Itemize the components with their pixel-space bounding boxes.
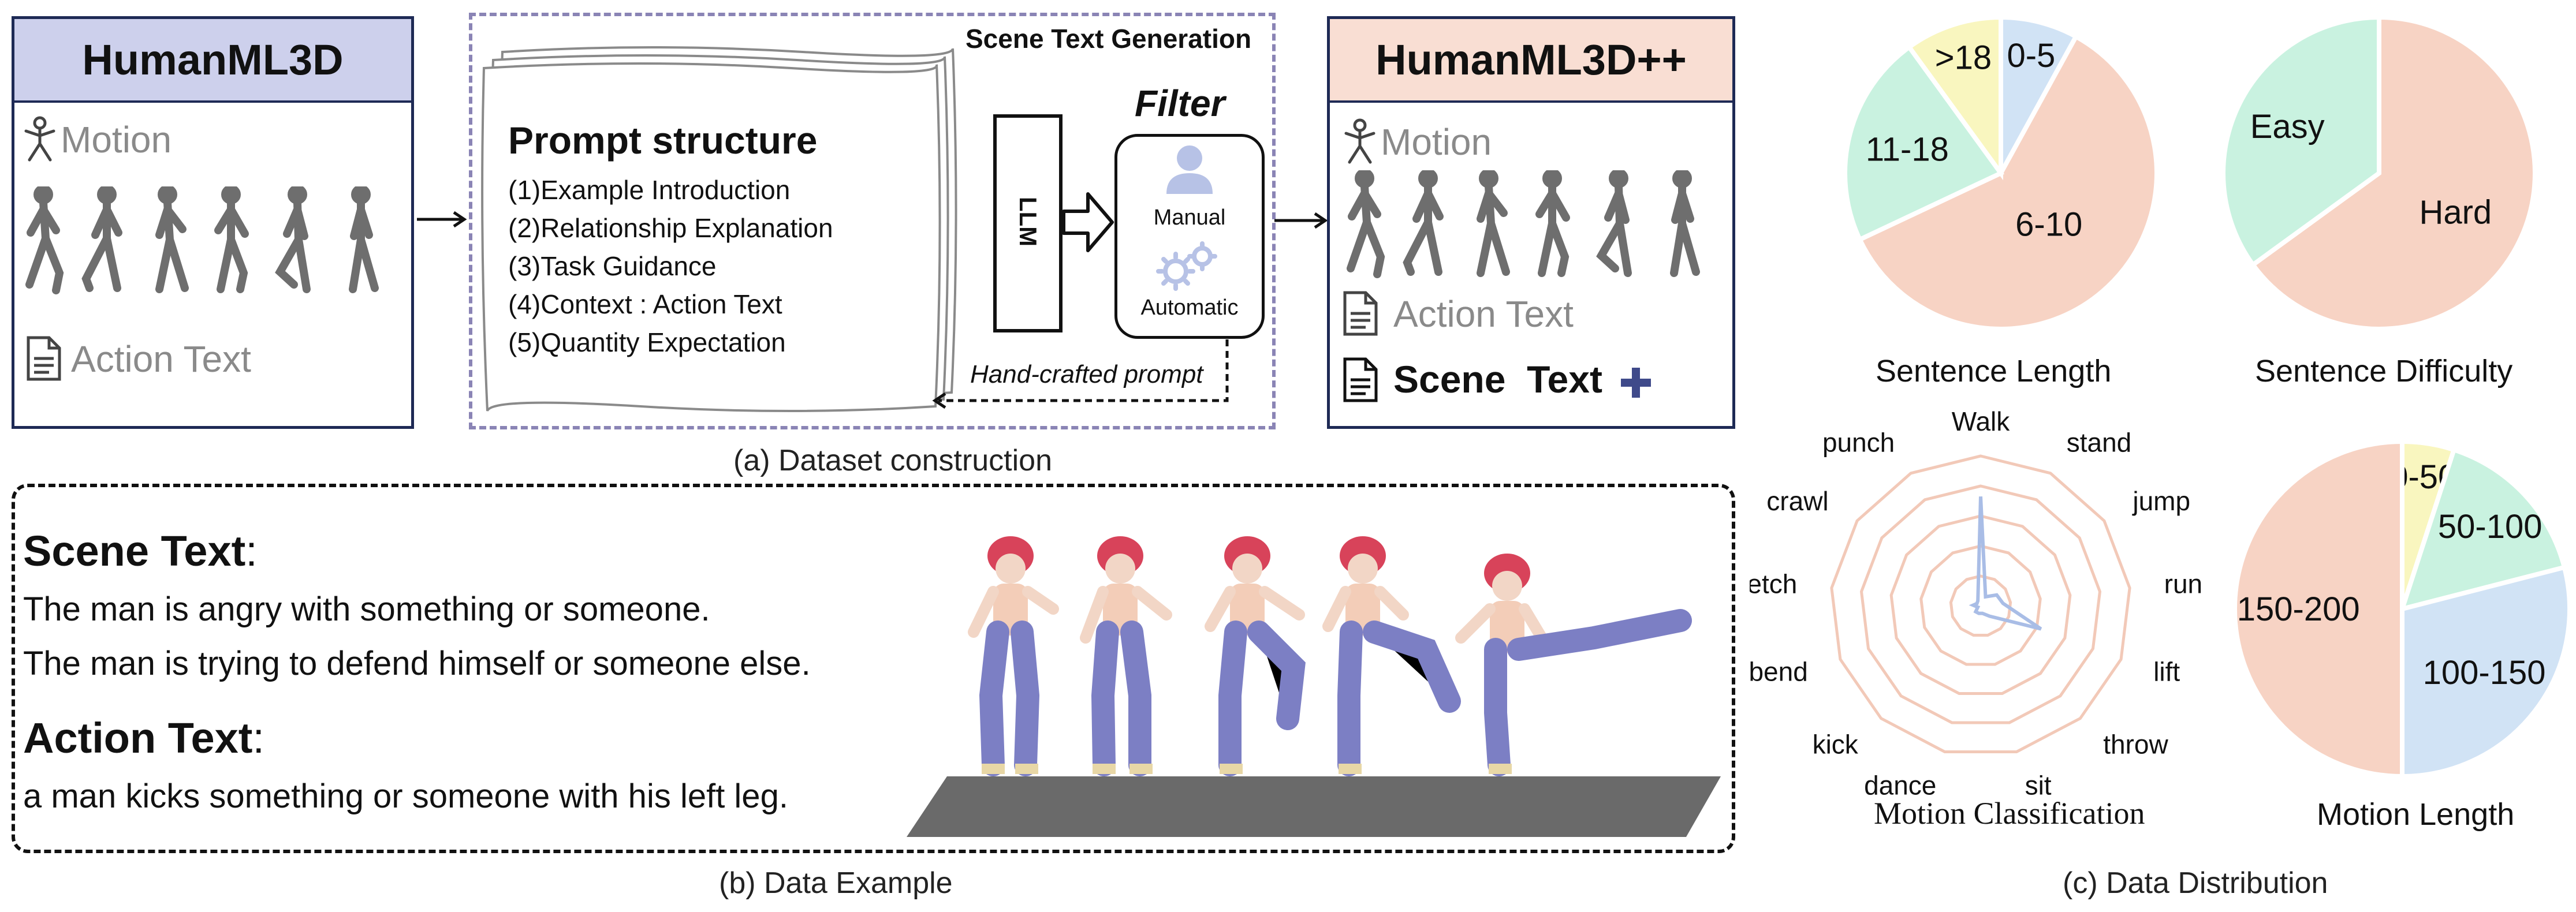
document-icon bbox=[26, 335, 62, 384]
manual-label: Manual bbox=[1153, 205, 1226, 230]
feedback-arrow bbox=[932, 339, 1229, 409]
motion-classification-caption: Motion Classification bbox=[1874, 796, 2145, 831]
scene-text-generation-group bbox=[469, 13, 1276, 429]
radar-grid-ring bbox=[1919, 544, 2042, 666]
pie-label-150-200: 150-200 bbox=[2237, 590, 2360, 628]
pie-slice->18 bbox=[1906, 14, 2003, 181]
pie-label-50-100: 50-100 bbox=[2438, 508, 2543, 545]
action-line: a man kicks something or someone with hi… bbox=[23, 778, 788, 815]
sentence-difficulty-caption: Sentence Difficulty bbox=[2255, 354, 2513, 388]
person-icon bbox=[1343, 118, 1377, 167]
prompt-structure-title: Prompt structure bbox=[508, 119, 818, 162]
sentence-length-caption: Sentence Length bbox=[1876, 354, 2112, 388]
humanml3d-box: HumanML3D Motion Action Text bbox=[12, 16, 414, 429]
radar-label-sit: sit bbox=[2025, 771, 2052, 801]
pie-label->18: >18 bbox=[1935, 39, 1992, 77]
prompt-item-5: (5)Quantity Expectation bbox=[508, 327, 786, 357]
radar-label-kick: kick bbox=[1813, 730, 1859, 760]
pie-label-Easy: Easy bbox=[2250, 108, 2325, 145]
sentence-length-pie: 0-5 6-10 11-18 >18 bbox=[1843, 14, 2159, 329]
scene-text-label: Scene Text bbox=[1393, 358, 1602, 401]
arrow-to-generation bbox=[417, 211, 467, 228]
action-text-heading: Action Text: bbox=[23, 714, 264, 762]
pie-slice-150-200 bbox=[2232, 439, 2404, 779]
radar-label-crawl: crawl bbox=[1766, 486, 1828, 516]
radar-label-punch: punch bbox=[1822, 428, 1895, 458]
radar-label-bend: bend bbox=[1750, 656, 1808, 686]
kicking-character-render bbox=[907, 536, 1721, 837]
automatic-label: Automatic bbox=[1140, 296, 1239, 320]
motion-length-caption: Motion Length bbox=[2317, 797, 2515, 832]
radar-label-stand: stand bbox=[2067, 428, 2132, 458]
hand-crafted-prompt-label: Hand-crafted prompt bbox=[970, 360, 1203, 388]
radar-label-throw: throw bbox=[2103, 730, 2168, 760]
plus-icon bbox=[1621, 368, 1651, 398]
action-text-label: Action Text bbox=[71, 338, 251, 380]
llm-box bbox=[993, 114, 1063, 332]
pie-label-100-150: 100-150 bbox=[2423, 654, 2546, 692]
pie-slice-50-100 bbox=[2398, 447, 2567, 612]
radar-grid-ring bbox=[1949, 574, 2012, 637]
caption-b: (b) Data Example bbox=[719, 866, 953, 900]
sentence-difficulty-pie: Hard Easy bbox=[2221, 14, 2537, 329]
document-icon bbox=[1343, 290, 1378, 339]
radar-grid-ring bbox=[1889, 514, 2072, 695]
motion-sequence bbox=[20, 185, 413, 299]
user-icon bbox=[1166, 145, 1213, 194]
motion-label: Motion bbox=[1381, 121, 1492, 163]
caption-c: (c) Data Distribution bbox=[2063, 866, 2328, 900]
scene-text-generation-title: Scene Text Generation bbox=[965, 24, 1252, 54]
pie-label-11-18: 11-18 bbox=[1866, 130, 1949, 168]
humanml3dpp-box: HumanML3D++ Motion Action Text Scene Tex… bbox=[1327, 16, 1735, 429]
llm-label: LLM bbox=[1015, 196, 1042, 247]
radar-label-stretch: stretch bbox=[1750, 569, 1797, 599]
gears-icon bbox=[1156, 241, 1217, 291]
prompt-paper-stack bbox=[481, 46, 957, 412]
radar-label-Walk: Walk bbox=[1952, 406, 2011, 436]
llm-to-filter-arrow bbox=[1063, 192, 1114, 252]
prompt-item-1: (1)Example Introduction bbox=[508, 175, 791, 205]
scene-text-heading: Scene Text: bbox=[23, 527, 258, 575]
radar-grid-ring bbox=[1830, 454, 2131, 753]
pie-label-6-10: 6-10 bbox=[2015, 206, 2082, 244]
prompt-item-2: (2)Relationship Explanation bbox=[508, 213, 833, 243]
radar-label-jump: jump bbox=[2131, 486, 2190, 516]
pie-slice-Easy bbox=[2221, 14, 2381, 268]
caption-a: (a) Dataset construction bbox=[733, 444, 1053, 477]
arrow-to-humanml3dpp bbox=[1274, 212, 1328, 229]
radar-label-dance: dance bbox=[1864, 771, 1936, 801]
pie-slice-11-18 bbox=[1843, 43, 2005, 243]
action-text-label: Action Text bbox=[1393, 293, 1574, 335]
pie-slice-0-5 bbox=[1999, 14, 2079, 174]
filter-title: Filter bbox=[1135, 83, 1225, 124]
radar-grid-ring bbox=[1859, 484, 2102, 724]
person-icon bbox=[23, 116, 57, 165]
pie-label-0-5: 0-5 bbox=[2007, 37, 2055, 74]
radar-label-run: run bbox=[2164, 569, 2202, 599]
motion-sequence bbox=[1341, 169, 1734, 283]
radar-label-lift: lift bbox=[2153, 656, 2180, 686]
motion-label: Motion bbox=[61, 119, 172, 160]
humanml3dpp-title: HumanML3D++ bbox=[1330, 19, 1732, 103]
pie-label-Hard: Hard bbox=[2419, 193, 2492, 231]
scene-line-1: The man is angry with something or someo… bbox=[23, 590, 710, 628]
pie-slice-100-150 bbox=[2400, 565, 2572, 779]
pie-slice-Hard bbox=[2249, 14, 2537, 329]
pie-slice-6-10 bbox=[1856, 33, 2159, 329]
scene-line-2: The man is trying to defend himself or s… bbox=[23, 645, 811, 682]
prompt-item-4: (4)Context : Action Text bbox=[508, 289, 782, 319]
data-example-group bbox=[12, 484, 1735, 853]
prompt-item-3: (3)Task Guidance bbox=[508, 251, 717, 281]
humanml3d-title: HumanML3D bbox=[14, 19, 411, 103]
radar-series bbox=[1969, 496, 2042, 631]
document-icon bbox=[1343, 357, 1378, 406]
